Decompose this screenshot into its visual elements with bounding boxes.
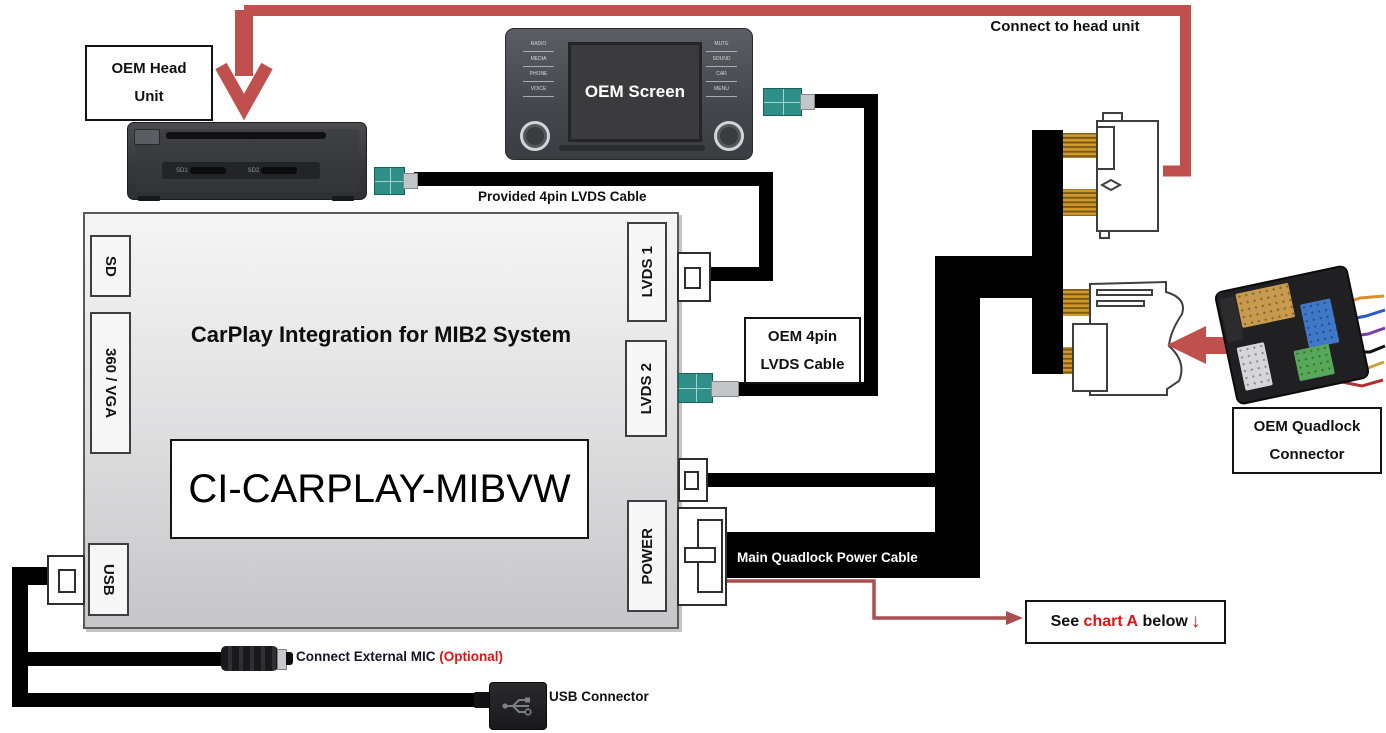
port-power: POWER [627,500,667,612]
mic-text: Connect External MIC (Optional) [296,649,503,664]
lvds-teal-connector-head-unit [374,167,405,195]
port-360-vga-label: 360 / VGA [102,347,119,419]
port-360-vga: 360 / VGA [90,312,131,454]
oem-screen-title: OEM Screen [584,82,686,101]
screen-right-buttons: MUTE SOUND CAR MENU [706,40,737,97]
lvds-teal-connector-screen [763,88,802,116]
sound-button: SOUND [706,55,737,67]
see-chart-prefix: See [1050,613,1084,630]
usb-port-plug-latch [58,569,76,593]
connect-to-head-unit-text: Connect to head unit [990,18,1140,35]
lvds-connector-tip-screen [800,94,815,110]
power-plug-latch [684,547,716,563]
voice-button: VOICE [523,85,554,97]
oem-head-unit-device: SD1 SD2 [127,122,367,201]
see-chart-note: See chart A below↓ [1025,600,1226,644]
oem-head-unit-label: OEM Head Unit [85,45,213,121]
port-lvds2-label: LVDS 2 [637,362,655,415]
port-usb-label: USB [100,563,117,596]
aux-plug [678,458,708,502]
quadlock-tan-block [1235,282,1296,329]
oem-head-unit-label-line1: OEM Head [111,60,187,78]
oem-head-unit-label-line2: Unit [134,88,164,105]
oem-quadlock-label: OEM Quadlock Connector [1232,407,1382,474]
oem-screen-display: OEM Screen [568,42,702,142]
lvds1-plug-latch [684,267,701,289]
screen-cd-slot [559,145,705,151]
external-mic-jack [221,646,278,671]
quadlock-blue-block [1299,298,1340,349]
oem-quadlock-label-line2: Connector [1269,445,1345,463]
carplay-interface-box: CarPlay Integration for MIB2 System CI-C… [83,212,679,629]
port-usb: USB [88,543,129,616]
oem-4pin-label-line1: OEM 4pin [767,327,838,345]
oem-quadlock-connector-photo [1213,264,1371,406]
port-lvds2: LVDS 2 [625,340,667,437]
menu-button: MENU [706,85,737,97]
lvds2-teal-connector [678,373,713,403]
head-unit-card-bay: SD1 SD2 [162,162,320,179]
port-sd-label: SD [102,255,119,277]
lvds-connector-tip-head-unit [403,173,418,189]
quadlock-white-block [1236,342,1273,391]
screen-left-buttons: RADIO MEDIA PHONE VOICE [523,40,554,97]
model-name: CI-CARPLAY-MIBVW [188,466,571,511]
port-lvds1-label: LVDS 1 [638,246,656,298]
sd1-slot-label: SD1 [176,167,188,174]
media-button: MEDIA [523,55,554,67]
mic-text-main: Connect External MIC [296,649,440,664]
port-lvds1: LVDS 1 [627,222,667,322]
mic-jack-tip [286,652,293,665]
mic-text-optional: (Optional) [439,649,504,664]
model-plate: CI-CARPLAY-MIBVW [170,439,589,539]
usb-connector-text: USB Connector [549,689,649,704]
usb-a-connector [489,682,547,730]
radio-button: RADIO [523,40,554,52]
volume-knob [520,121,550,151]
mute-button: MUTE [706,40,737,52]
provided-lvds-cable-text: Provided 4pin LVDS Cable [478,189,647,204]
aux-plug-latch [684,471,699,490]
down-arrow-icon: ↓ [1190,611,1201,632]
power-plug [677,507,727,606]
usb-plug-neck [474,692,491,708]
usb-trident-icon [502,697,532,716]
head-unit-eject-button [134,129,160,145]
lvds2-connector-tip [711,381,739,397]
phone-button: PHONE [523,70,554,82]
oem-screen-device: RADIO MEDIA PHONE VOICE OEM Screen MUTE … [505,28,753,160]
tune-knob [714,121,744,151]
port-sd: SD [90,235,131,297]
oem-4pin-label: OEM 4pin LVDS Cable [744,317,861,384]
lvds1-plug [677,252,711,302]
sd2-slot [261,167,298,174]
port-power-label: POWER [638,527,656,585]
car-button: CAR [706,70,737,82]
main-power-cable-text: Main Quadlock Power Cable [737,550,918,565]
oem-4pin-label-line2: LVDS Cable [760,355,845,373]
quadlock-green-block [1293,343,1336,382]
usb-port-plug [47,555,85,605]
head-unit-foot-right [332,196,354,201]
see-chart-suffix: below [1138,613,1188,630]
head-unit-foot-left [138,196,160,201]
see-chart-highlight: chart A [1083,613,1139,630]
oem-quadlock-label-line1: OEM Quadlock [1253,417,1361,435]
sd1-slot [189,167,226,174]
sd2-slot-label: SD2 [247,167,260,174]
head-unit-disc-slot [166,132,326,139]
interface-title: CarPlay Integration for MIB2 System [190,322,572,347]
